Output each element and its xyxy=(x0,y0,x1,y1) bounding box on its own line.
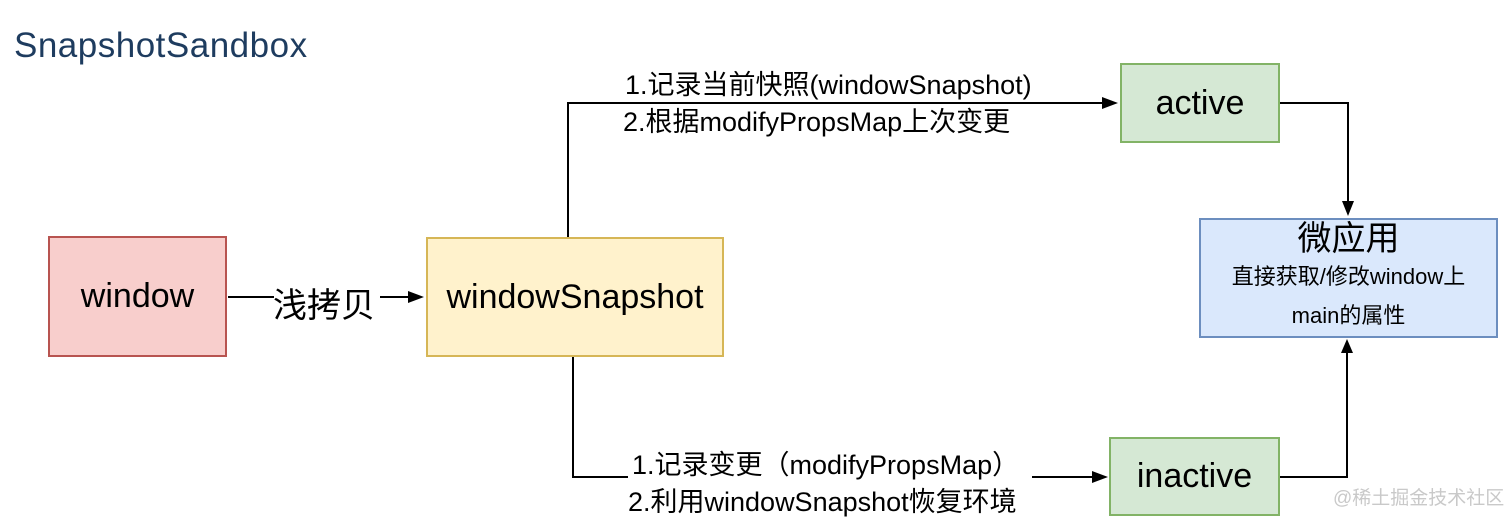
diagram-title: SnapshotSandbox xyxy=(14,26,308,65)
node-micro-app: 微应用 直接获取/修改window上 main的属性 xyxy=(1199,218,1498,338)
inactive-edge-note-line1: 1.记录变更（modifyPropsMap） xyxy=(632,450,1020,480)
active-edge-note-line1: 1.记录当前快照(windowSnapshot) xyxy=(625,70,1032,100)
inactive-edge-note-line2: 2.利用windowSnapshot恢复环境 xyxy=(628,487,1017,517)
micro-app-desc-line2: main的属性 xyxy=(1291,303,1406,328)
edge-label-shallow-copy: 浅拷贝 xyxy=(273,287,375,325)
micro-app-desc-line1: 直接获取/修改window上 xyxy=(1231,264,1466,289)
node-active: active xyxy=(1120,63,1280,143)
micro-app-title: 微应用 xyxy=(1297,220,1400,258)
node-inactive: inactive xyxy=(1109,437,1280,516)
node-window: window xyxy=(48,236,227,357)
watermark: @稀土掘金技术社区 xyxy=(1333,488,1505,509)
node-window-snapshot: windowSnapshot xyxy=(426,237,724,357)
active-edge-note-line2: 2.根据modifyPropsMap上次变更 xyxy=(623,107,1011,137)
